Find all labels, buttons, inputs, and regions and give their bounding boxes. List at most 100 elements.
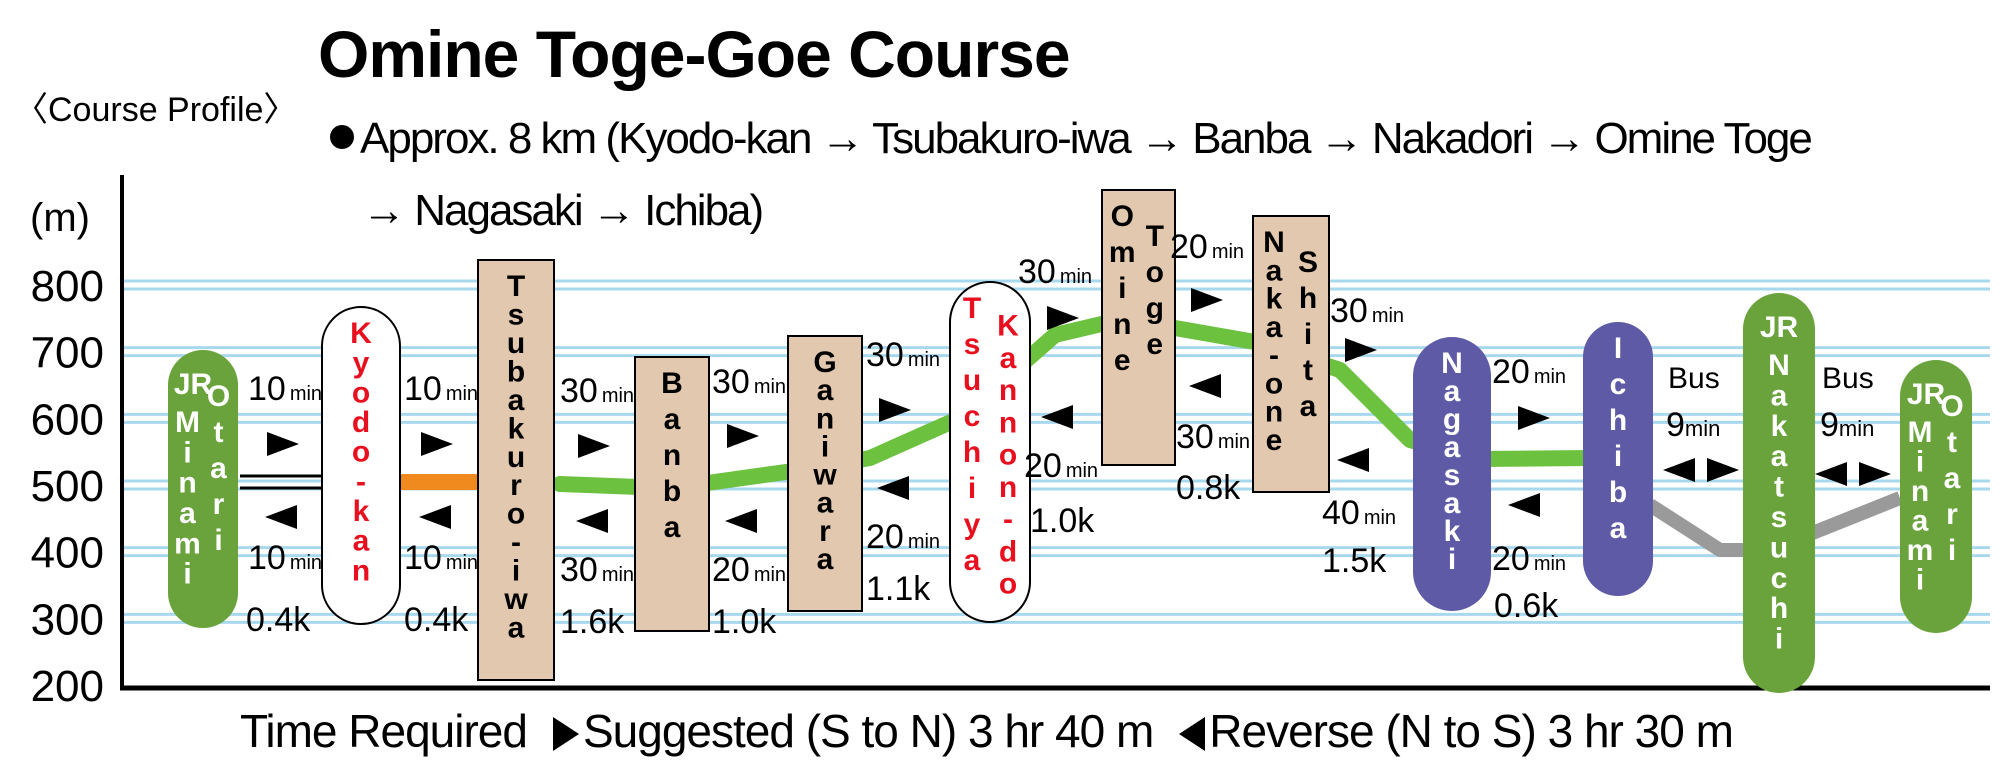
- station-label-char: a: [1912, 505, 1929, 538]
- station-label-char: M: [175, 406, 200, 439]
- station-label-char: a: [210, 452, 227, 485]
- forward-arrow-icon: [578, 434, 610, 458]
- station-label-char: r: [819, 515, 831, 548]
- station-label-char: B: [661, 367, 683, 400]
- station-label-char: k: [1266, 283, 1283, 316]
- station-label-char: O: [1940, 390, 1963, 423]
- station-label-char: n: [1265, 396, 1283, 429]
- station-label-char: i: [968, 472, 976, 505]
- station-label-char: a: [1444, 375, 1461, 408]
- station-label-char: s: [1771, 501, 1788, 534]
- station-label-char: y: [353, 347, 370, 380]
- forward-arrow-icon: [1191, 288, 1223, 312]
- station-label-char: t: [1303, 354, 1313, 387]
- bus-forward-arrow-icon: [1859, 462, 1891, 486]
- y-axis-unit: (m): [30, 196, 90, 240]
- station-label-char: n: [999, 374, 1017, 407]
- trail-line: [552, 314, 1598, 495]
- station-box-naka-one-shita: [1252, 215, 1330, 493]
- station-label-char: i: [1448, 543, 1456, 576]
- bus-reverse-arrow-icon: [1815, 462, 1847, 486]
- station-label-char: i: [1118, 272, 1126, 305]
- station-box-tsubakuro-iwa: [477, 259, 555, 681]
- course-profile-subtitle: 〈Course Profile〉: [14, 91, 298, 129]
- station-label-char: u: [507, 327, 525, 360]
- station-label-char: b: [1609, 476, 1627, 509]
- station-label-char: a: [1610, 512, 1627, 545]
- station-label-char: N: [1768, 349, 1790, 382]
- station-label-char: e: [1266, 424, 1283, 457]
- station-label-char: a: [1771, 379, 1788, 412]
- station-label-char: T: [963, 292, 981, 325]
- station-label-char: a: [964, 544, 981, 577]
- station-label-char: a: [179, 497, 196, 530]
- station-label-char: a: [508, 612, 525, 645]
- bus-reverse-arrow-icon: [1663, 458, 1695, 482]
- station-label-char: i: [1614, 440, 1622, 473]
- station-label-char: a: [1944, 462, 1961, 495]
- bus-forward-arrow-icon: [1707, 458, 1739, 482]
- reverse-arrow-icon: [265, 505, 297, 529]
- forward-arrow-icon: [552, 717, 579, 751]
- station-label-char: n: [1911, 475, 1929, 508]
- footer-label: Time Required: [240, 705, 528, 757]
- station-label-char: g: [1146, 292, 1164, 325]
- station-box-ganiwara: [787, 335, 863, 612]
- station-box-banba: [634, 356, 710, 632]
- station-label-char: -: [1269, 339, 1279, 372]
- station-label-char: d: [352, 406, 370, 439]
- station-label-char: -: [1003, 503, 1013, 536]
- station-label-char: i: [183, 436, 191, 469]
- station-box-ichiba: [1583, 322, 1653, 596]
- station-label-char: S: [1298, 246, 1318, 279]
- station-label-char: a: [1000, 342, 1017, 375]
- station-label-char: s: [964, 328, 981, 361]
- station-label-char: N: [1441, 347, 1463, 380]
- station-label-char: N: [1263, 226, 1285, 259]
- station-label-char: e: [1114, 344, 1131, 377]
- reverse-arrow-icon: [877, 476, 909, 500]
- station-label-char: n: [1113, 308, 1131, 341]
- station-label-char: w: [812, 459, 837, 492]
- forward-arrow-icon: [879, 398, 911, 422]
- station-label-char: o: [507, 498, 525, 531]
- station-label-char: b: [663, 475, 681, 508]
- station-label-char: n: [663, 439, 681, 472]
- station-label-char: i: [1916, 446, 1924, 479]
- station-label-char: t: [1947, 426, 1957, 459]
- station-label-char: c: [1610, 368, 1627, 401]
- station-label-char: o: [999, 439, 1017, 472]
- station-label-char: r: [213, 488, 225, 521]
- reverse-arrow-icon: [1179, 717, 1206, 751]
- station-label-char: o: [352, 436, 370, 469]
- station-label-char: a: [817, 374, 834, 407]
- station-label-char: -: [511, 526, 521, 559]
- leg-distance: 0.4k: [246, 601, 311, 639]
- forward-arrow-icon: [1518, 406, 1550, 430]
- station-label-char: w: [503, 583, 528, 616]
- jr-mark: JR: [1760, 311, 1799, 344]
- station-label-char: k: [508, 412, 525, 445]
- station-label-char: u: [507, 441, 525, 474]
- station-label-char: n: [999, 406, 1017, 439]
- station-box-jr-nakatsuchi: [1743, 293, 1815, 693]
- station-label-char: t: [1774, 471, 1784, 504]
- station-label-char: T: [507, 270, 525, 303]
- y-tick-label: 200: [31, 662, 104, 711]
- bus-label: Bus: [1668, 362, 1720, 395]
